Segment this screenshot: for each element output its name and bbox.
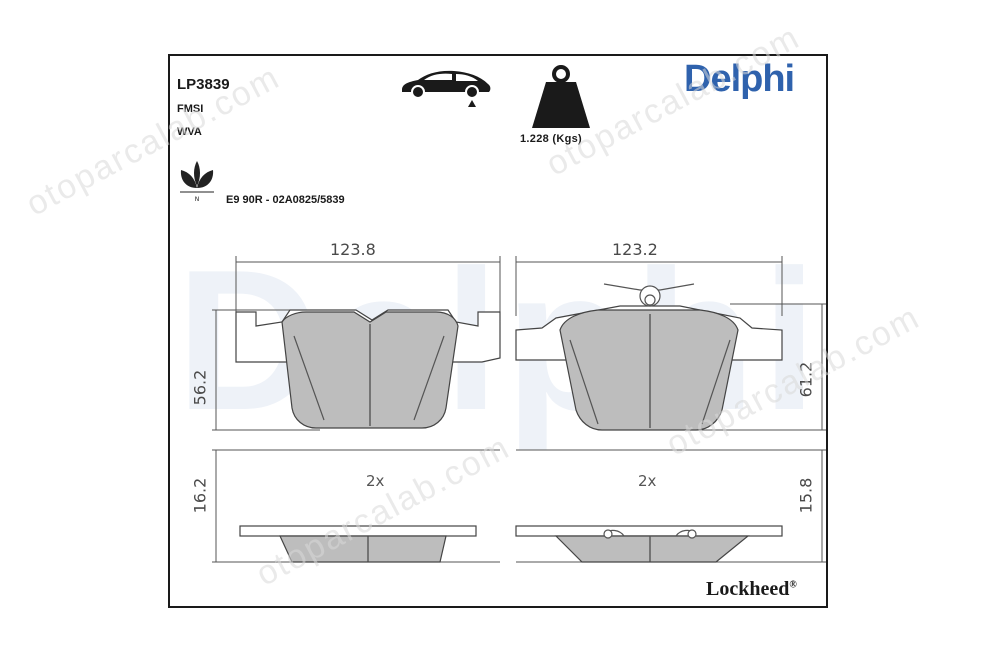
- rear-pad-side: [515, 525, 783, 563]
- rear-pad-thickness: 15.8: [796, 477, 816, 514]
- eco-mark: N: [195, 196, 200, 202]
- part-number: LP3839: [177, 76, 230, 93]
- front-pad-plan: [235, 309, 501, 429]
- front-pad-width: 123.8: [330, 240, 376, 259]
- wva-label: WVA: [177, 126, 202, 138]
- rear-pad-plan: [515, 283, 783, 431]
- front-pad-side: [239, 525, 477, 563]
- lockheed-logo: Lockheed®: [706, 578, 797, 600]
- weight-icon: [528, 64, 594, 137]
- brand-logo: Delphi: [684, 58, 795, 100]
- fmsi-label: FMSI: [177, 103, 204, 115]
- approval-code: E9 90R - 02A0825/5839: [226, 194, 345, 206]
- eco-leaf-icon: N: [176, 158, 218, 207]
- front-pad-thickness: 16.2: [190, 477, 210, 514]
- front-pad-qty: 2x: [366, 472, 385, 490]
- weight-value: 1.228 (Kgs): [520, 133, 582, 145]
- front-pad-height: 56.2: [190, 369, 210, 406]
- car-rear-axle-icon: [398, 62, 494, 113]
- rear-pad-height: 61.2: [796, 361, 816, 398]
- rear-pad-qty: 2x: [638, 472, 657, 490]
- rear-pad-width: 123.2: [612, 240, 658, 259]
